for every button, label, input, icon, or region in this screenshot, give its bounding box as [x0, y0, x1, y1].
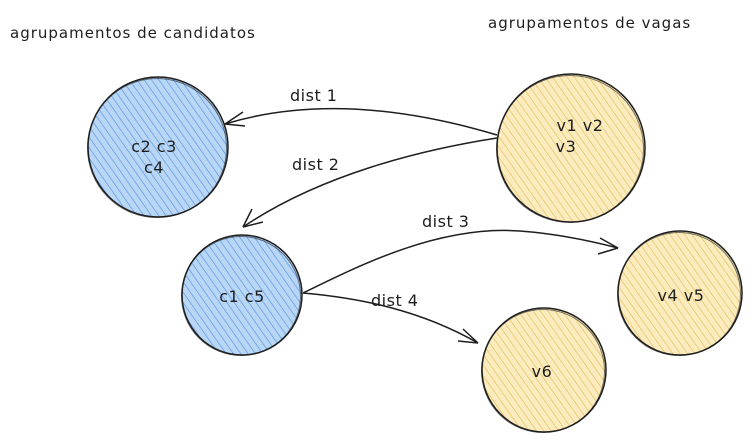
cluster-v6-label: v6 — [532, 362, 553, 381]
edge-dist-4-label: dist 4 — [371, 291, 418, 310]
edge-dist-3 — [302, 229, 619, 294]
jobs-group-title: agrupamentos de vagas — [488, 14, 691, 32]
cluster-v6: v6 — [481, 307, 607, 433]
cluster-c1-c5-label: c1 c5 — [219, 287, 265, 306]
cluster-v1-v2-v3-label-2: v3 — [556, 137, 577, 156]
edge-dist-3-label: dist 3 — [422, 212, 469, 231]
edge-dist-2-label: dist 2 — [292, 155, 339, 174]
cluster-c2-c3-c4: c2 c3 c4 — [87, 76, 229, 218]
cluster-c1-c5: c1 c5 — [181, 234, 303, 356]
cluster-c2-c3-c4-label-1: c2 c3 — [131, 137, 177, 156]
edge-dist-1 — [224, 107, 498, 136]
edge-dist-4 — [302, 292, 479, 344]
cluster-v4-v5-label: v4 v5 — [658, 286, 705, 305]
cluster-v4-v5: v4 v5 — [617, 230, 743, 356]
cluster-v1-v2-v3: v1 v2 v3 — [496, 73, 646, 223]
edge-dist-2 — [242, 137, 498, 228]
cluster-c2-c3-c4-label-2: c4 — [144, 158, 164, 177]
cluster-v1-v2-v3-label-1: v1 v2 — [557, 116, 604, 135]
edge-dist-1-label: dist 1 — [290, 86, 337, 105]
candidates-group-title: agrupamentos de candidatos — [10, 24, 256, 42]
